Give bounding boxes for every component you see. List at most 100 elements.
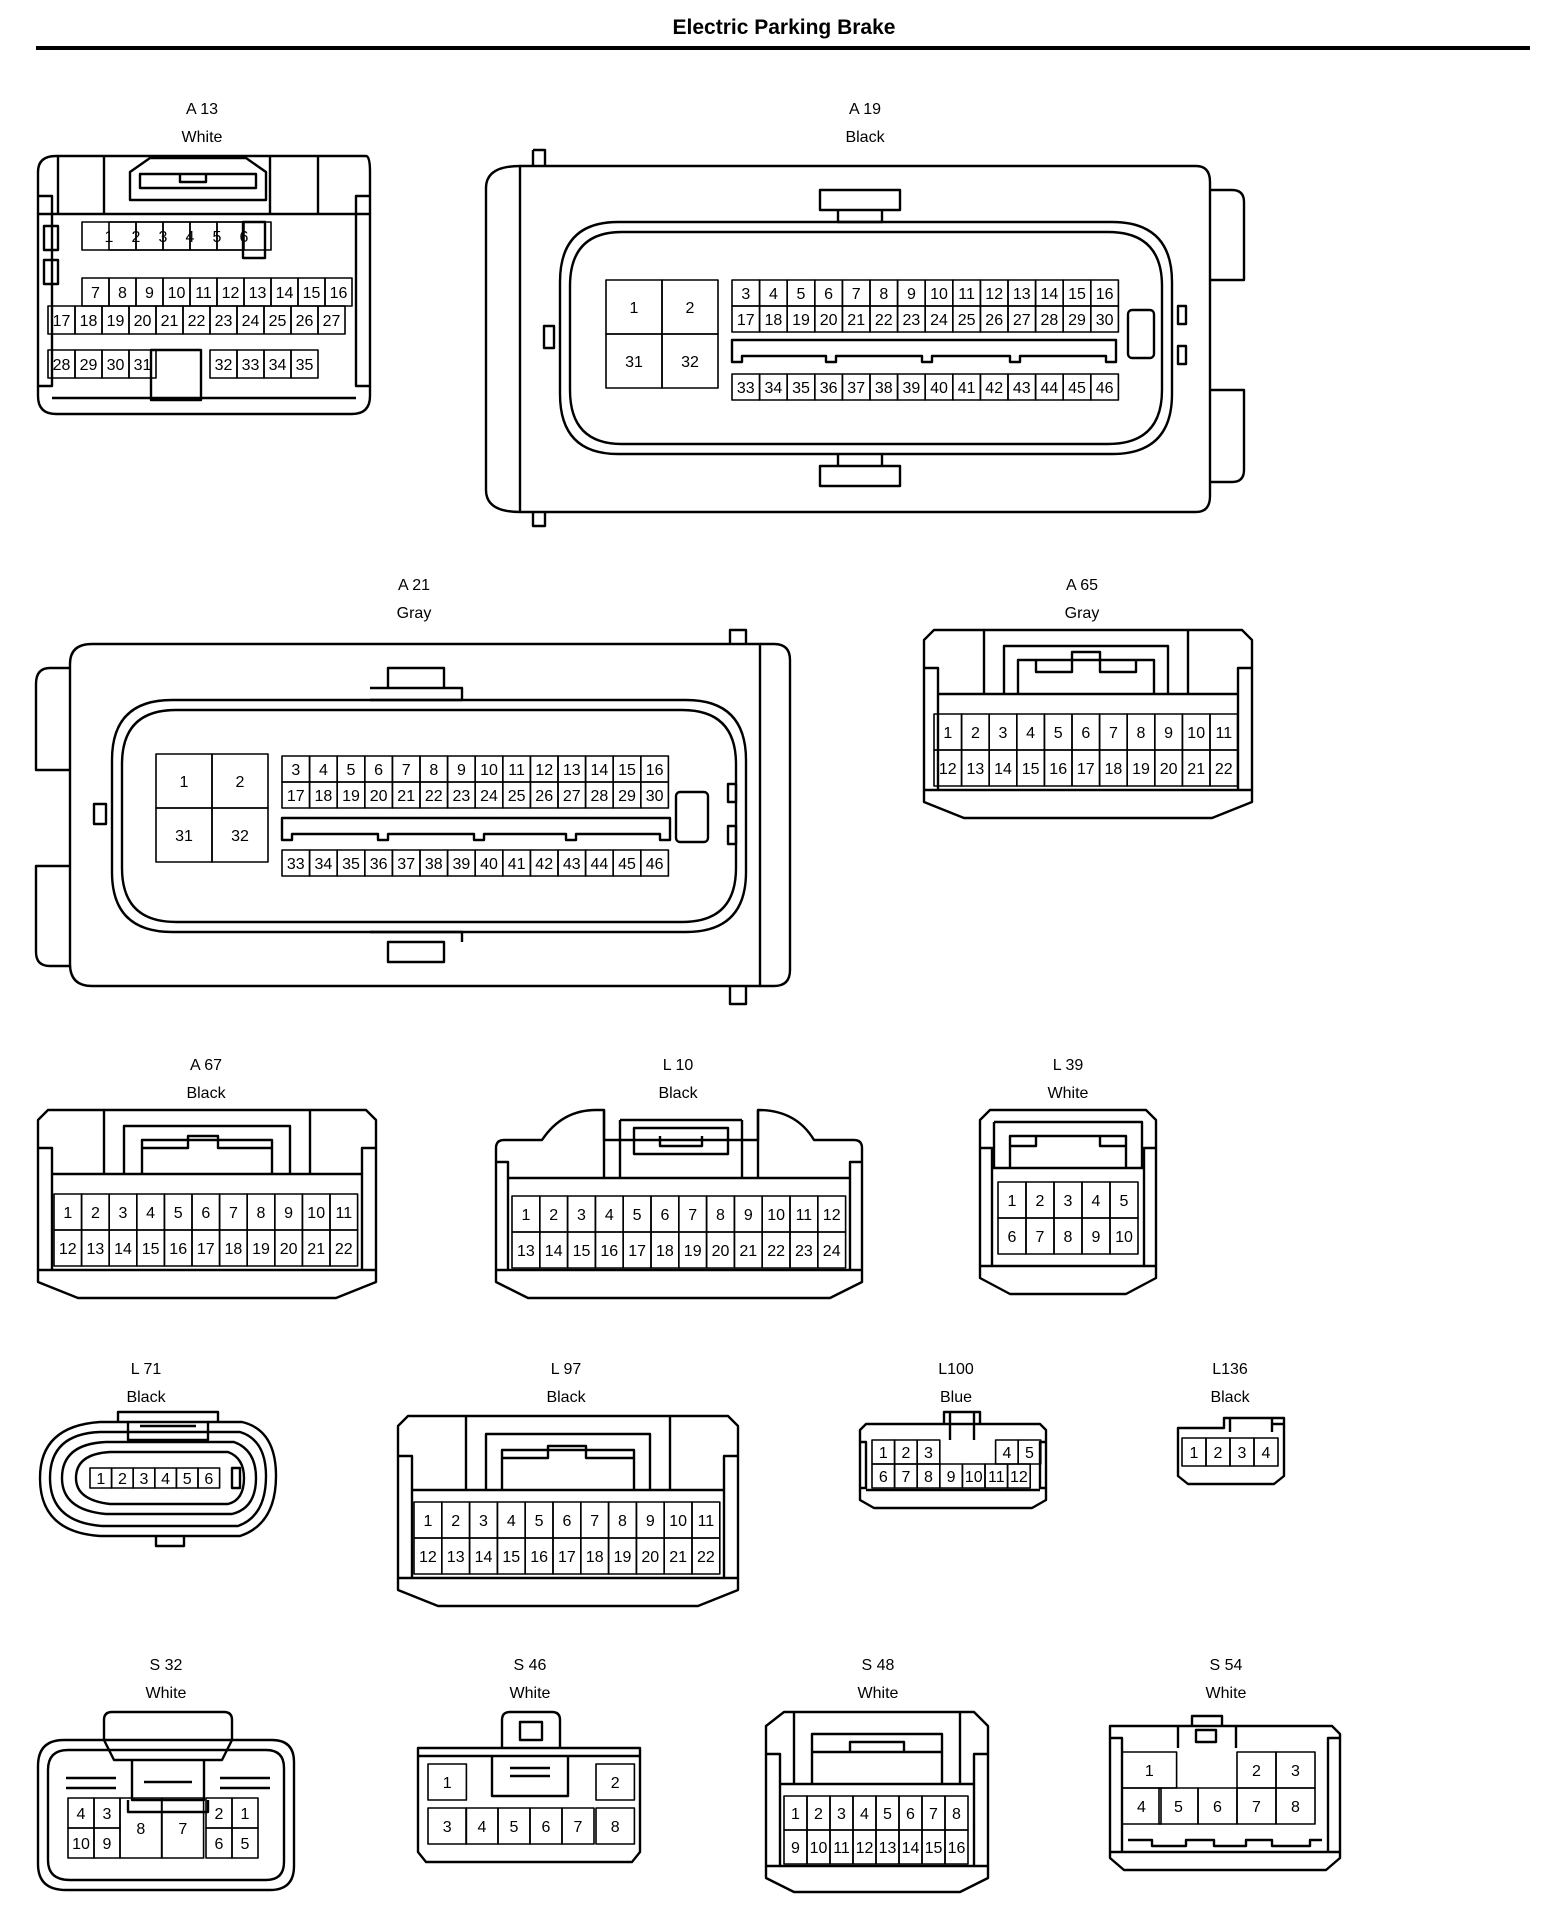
pin-cell: 3 bbox=[829, 1795, 854, 1831]
connector-color: Black bbox=[546, 1389, 586, 1406]
pin-number: 19 bbox=[792, 312, 810, 329]
pin-cell: 29 bbox=[1062, 305, 1092, 333]
pin-number: 5 bbox=[183, 1471, 192, 1488]
pin-number: 22 bbox=[767, 1243, 785, 1260]
pin-cell: 8 bbox=[246, 1193, 276, 1231]
pin-number: 11 bbox=[508, 762, 525, 779]
pin-number: 7 bbox=[178, 1821, 187, 1838]
pin-cell: 6 bbox=[191, 1193, 221, 1231]
pin-number: 4 bbox=[769, 286, 778, 303]
pin-number: 22 bbox=[875, 312, 893, 329]
pin-number: 10 bbox=[669, 1513, 687, 1530]
pin-number: 29 bbox=[1068, 312, 1086, 329]
pin-cell: 2 bbox=[538, 1195, 569, 1233]
pin-cell: 2 bbox=[661, 279, 719, 335]
pin-number: 41 bbox=[958, 380, 976, 397]
latch bbox=[602, 1110, 760, 1178]
pin-cell: 9 bbox=[1154, 713, 1184, 751]
pin-number: 2 bbox=[549, 1207, 558, 1224]
latch bbox=[122, 1124, 292, 1174]
pin-cell: 16 bbox=[594, 1231, 625, 1269]
pin-cell: 13 bbox=[243, 277, 272, 307]
pin-number: 19 bbox=[342, 788, 360, 805]
pin-cell: 45 bbox=[1062, 373, 1092, 401]
pin-cell: 6 bbox=[1197, 1787, 1238, 1825]
pin-number: 24 bbox=[480, 788, 498, 805]
pin-number: 46 bbox=[1096, 380, 1114, 397]
pin-cell: 16 bbox=[1043, 749, 1073, 787]
pin-number: 14 bbox=[1041, 286, 1059, 303]
pin-number: 15 bbox=[1068, 286, 1086, 303]
pin-cell: 12 bbox=[1006, 1463, 1031, 1489]
pin-number: 16 bbox=[1049, 761, 1067, 778]
key-rail bbox=[280, 816, 672, 842]
pin-number: 3 bbox=[1291, 1763, 1300, 1780]
pin-number: 1 bbox=[791, 1806, 800, 1823]
pin-cell: 9 bbox=[273, 1193, 304, 1231]
pin-cell: 9 bbox=[446, 755, 477, 783]
pin-cell: 46 bbox=[1090, 373, 1120, 401]
pin-cell: 24 bbox=[474, 781, 504, 809]
pin-number: 15 bbox=[925, 1840, 943, 1857]
pin-number: 32 bbox=[231, 828, 249, 845]
pin-number: 13 bbox=[563, 762, 581, 779]
pin-cell: 4 bbox=[465, 1807, 499, 1845]
pin-number: 24 bbox=[242, 313, 260, 330]
pin-cell: 21 bbox=[155, 305, 184, 335]
pin-number: 4 bbox=[146, 1205, 155, 1222]
pin-cell: 14 bbox=[1034, 279, 1064, 307]
pin-cell: 8 bbox=[119, 1797, 163, 1859]
pin-cell: 18 bbox=[650, 1231, 680, 1269]
pin-cell: 23 bbox=[446, 781, 477, 809]
pin-number: 19 bbox=[684, 1243, 702, 1260]
pin-cell: 6 bbox=[552, 1501, 582, 1539]
pin-cell: 4 bbox=[1081, 1181, 1111, 1219]
pin-number: 44 bbox=[1041, 380, 1059, 397]
pin-cell: 7 bbox=[161, 1797, 205, 1859]
pin-number: 17 bbox=[287, 788, 305, 805]
pin-number: 18 bbox=[586, 1549, 604, 1566]
pin-cell: 7 bbox=[1025, 1217, 1055, 1255]
pin-number: 3 bbox=[479, 1513, 488, 1530]
pin-cell: 14 bbox=[270, 277, 299, 307]
pin-number: 4 bbox=[1002, 1445, 1011, 1462]
pin-number: 8 bbox=[618, 1513, 627, 1530]
pin-number: 8 bbox=[1064, 1229, 1073, 1246]
latch bbox=[128, 156, 268, 202]
connector-id: L100 bbox=[938, 1361, 974, 1378]
pin-cell: 8 bbox=[419, 755, 449, 783]
pin-number: 2 bbox=[91, 1205, 100, 1222]
pin-number: 25 bbox=[269, 313, 287, 330]
pin-cell: 1 bbox=[1181, 1437, 1207, 1467]
pin-cell: 10 bbox=[301, 1193, 331, 1231]
page-title: Electric Parking Brake bbox=[672, 16, 896, 39]
pin-number: 35 bbox=[792, 380, 810, 397]
pin-cell: 19 bbox=[246, 1229, 276, 1267]
pin-cell: 2 bbox=[893, 1439, 918, 1465]
housing-detail bbox=[518, 166, 1246, 512]
pin-cell: 5 bbox=[163, 1193, 193, 1231]
pin-cell: 17 bbox=[552, 1537, 582, 1575]
latch bbox=[484, 1432, 652, 1490]
pin-number: 39 bbox=[903, 380, 921, 397]
pin-cell: 42 bbox=[979, 373, 1009, 401]
housing-detail bbox=[531, 148, 547, 528]
pin-number: 22 bbox=[425, 788, 443, 805]
pin-cell: 22 bbox=[419, 781, 449, 809]
pin-number: 11 bbox=[833, 1840, 850, 1857]
pin-cell: 23 bbox=[789, 1231, 819, 1269]
pin-number: 10 bbox=[480, 762, 498, 779]
pin-number: 1 bbox=[423, 1513, 432, 1530]
pin-cell: 17 bbox=[1071, 749, 1101, 787]
pin-cell: 31 bbox=[128, 349, 157, 379]
pin-number: 6 bbox=[204, 1471, 213, 1488]
pin-cell: 33 bbox=[236, 349, 265, 379]
pin-cell: 26 bbox=[529, 781, 559, 809]
pin-cell: 17 bbox=[191, 1229, 221, 1267]
pin-cell: 7 bbox=[677, 1195, 708, 1233]
